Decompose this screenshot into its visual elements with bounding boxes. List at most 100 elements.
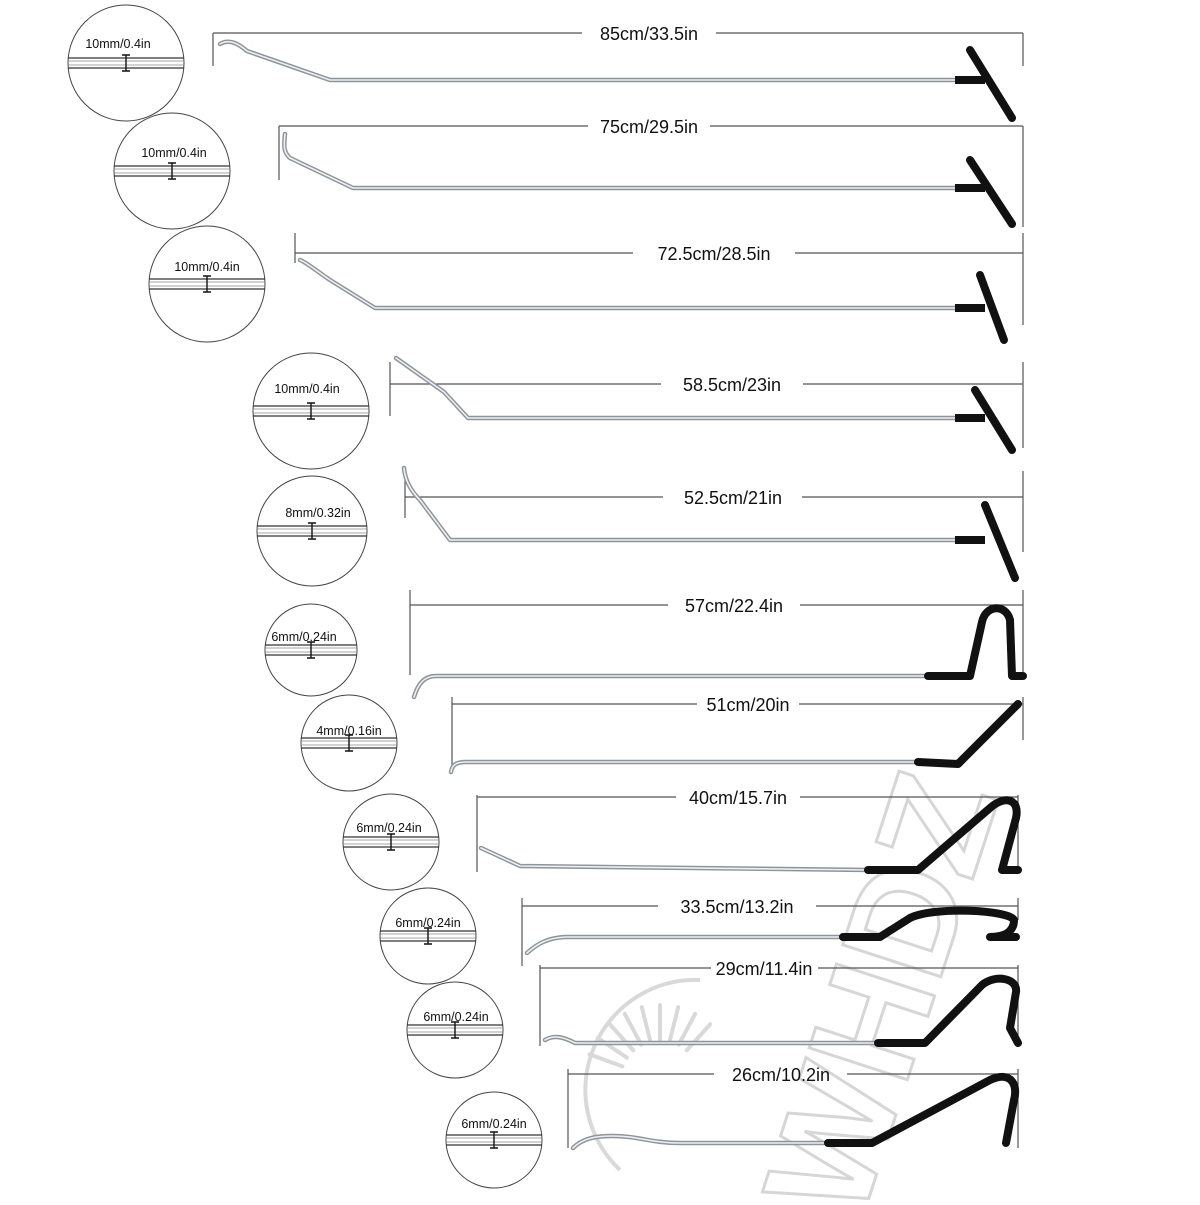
rod-shaft-highlight	[403, 467, 961, 541]
diameter-label: 10mm/0.4in	[85, 37, 150, 51]
diameter-detail	[113, 112, 231, 230]
caliper-marker	[307, 641, 315, 659]
loop-handle	[874, 974, 1022, 1047]
loop-handle	[824, 1072, 1020, 1147]
length-label: 75cm/29.5in	[600, 117, 698, 137]
dimension-line	[567, 1069, 1019, 1148]
rod-group: 57cm/22.4in 6mm/0.24in	[264, 590, 1027, 700]
watermark-ray	[587, 1052, 625, 1069]
length-label: 51cm/20in	[706, 695, 789, 715]
caliper-marker	[424, 927, 432, 945]
diameter-label: 4mm/0.16in	[316, 724, 381, 738]
diameter-detail	[300, 694, 398, 792]
diameter-label: 6mm/0.24in	[356, 821, 421, 835]
caliper-marker	[203, 275, 211, 293]
diameter-detail	[406, 981, 504, 1079]
rod-group: 52.5cm/21in 8mm/0.32in	[256, 465, 1024, 587]
t-handle	[955, 156, 1016, 228]
dimension-line	[294, 233, 1024, 325]
diameter-detail	[67, 4, 185, 122]
diameter-detail	[252, 352, 370, 470]
rod-group: 51cm/20in 4mm/0.16in	[300, 694, 1024, 792]
length-label: 85cm/33.5in	[600, 24, 698, 44]
rod-shaft-highlight	[526, 936, 846, 954]
diameter-label: 10mm/0.4in	[274, 382, 339, 396]
rod-shaft	[393, 355, 963, 421]
watermark-ray	[684, 1022, 713, 1053]
loop-handle	[864, 796, 1022, 874]
dimension-line	[539, 965, 1019, 1046]
rod-shaft	[282, 131, 963, 191]
rod-shaft-highlight	[450, 761, 921, 773]
rod-group: 29cm/11.4in 6mm/0.24in	[406, 959, 1022, 1079]
length-label: 29cm/11.4in	[716, 959, 813, 979]
length-label: 72.5cm/28.5in	[657, 244, 770, 264]
rod-shaft-highlight	[572, 1135, 831, 1149]
rod-group: 40cm/15.7in 6mm/0.24in	[342, 788, 1022, 891]
diameter-detail	[379, 887, 477, 985]
diameter-detail	[148, 225, 266, 343]
rod-shaft	[411, 673, 933, 700]
rod-shaft-highlight	[413, 675, 931, 698]
t-handle	[955, 271, 1008, 344]
diameter-label: 8mm/0.32in	[285, 506, 350, 520]
loop-handle	[924, 604, 1027, 680]
rod-shaft	[401, 465, 963, 543]
watermark-ray	[622, 1011, 644, 1047]
bent-grip	[914, 700, 1022, 768]
length-label: 52.5cm/21in	[684, 488, 782, 508]
diameter-detail	[264, 603, 358, 697]
diameter-detail	[342, 793, 440, 891]
caliper-marker	[490, 1131, 498, 1149]
watermark-ray	[607, 1022, 636, 1053]
rod-shaft-highlight	[283, 133, 961, 189]
rod-group: 75cm/29.5in 10mm/0.4in	[113, 112, 1024, 230]
watermark-ray	[667, 1005, 681, 1044]
t-handle	[955, 386, 1016, 454]
diameter-detail	[445, 1091, 543, 1189]
diameter-label: 6mm/0.24in	[271, 630, 336, 644]
caliper-marker	[387, 833, 395, 851]
caliper-marker	[307, 402, 315, 420]
rod-group: 58.5cm/23in 10mm/0.4in	[252, 352, 1024, 470]
caliper-marker	[122, 54, 130, 72]
dimension-line	[404, 471, 1024, 552]
rod-shaft-highlight	[395, 357, 961, 419]
dimension-line	[212, 32, 1024, 66]
rod-shaft-highlight	[544, 1036, 881, 1044]
rod-shaft	[297, 257, 963, 311]
dimension-line	[451, 697, 1024, 770]
rod-shaft-highlight	[219, 40, 961, 81]
diameter-label: 6mm/0.24in	[423, 1010, 488, 1024]
rod-shaft	[524, 934, 848, 956]
diameter-label: 10mm/0.4in	[174, 260, 239, 274]
rod-shaft	[448, 759, 923, 775]
caliper-marker	[345, 734, 353, 752]
length-label: 57cm/22.4in	[685, 596, 783, 616]
t-handle	[955, 501, 1019, 582]
dimension-line	[278, 125, 1024, 227]
diameter-label: 6mm/0.24in	[395, 916, 460, 930]
dimension-line	[521, 898, 1019, 966]
watermark-ray	[676, 1011, 698, 1047]
length-label: 26cm/10.2in	[732, 1065, 830, 1085]
dimension-line	[476, 795, 1019, 872]
rod-group: 72.5cm/28.5in 10mm/0.4in	[148, 225, 1024, 344]
rod-shaft-highlight	[480, 847, 871, 871]
length-label: 40cm/15.7in	[689, 788, 787, 808]
caliper-marker	[168, 162, 176, 180]
dimension-line	[409, 590, 1024, 678]
rod-group: 85cm/33.5in 10mm/0.4in	[67, 4, 1024, 122]
diameter-detail	[256, 475, 368, 587]
caliper-marker	[308, 522, 316, 540]
rod-shaft	[217, 39, 963, 83]
rod-group: 26cm/10.2in 6mm/0.24in	[445, 1065, 1020, 1189]
t-handle	[955, 46, 1016, 122]
loop-handle	[839, 906, 1020, 941]
diameter-label: 6mm/0.24in	[461, 1117, 526, 1131]
rod-group: 33.5cm/13.2in 6mm/0.24in	[379, 887, 1020, 985]
watermark-ray	[639, 1005, 653, 1044]
dimension-line	[389, 362, 1024, 448]
